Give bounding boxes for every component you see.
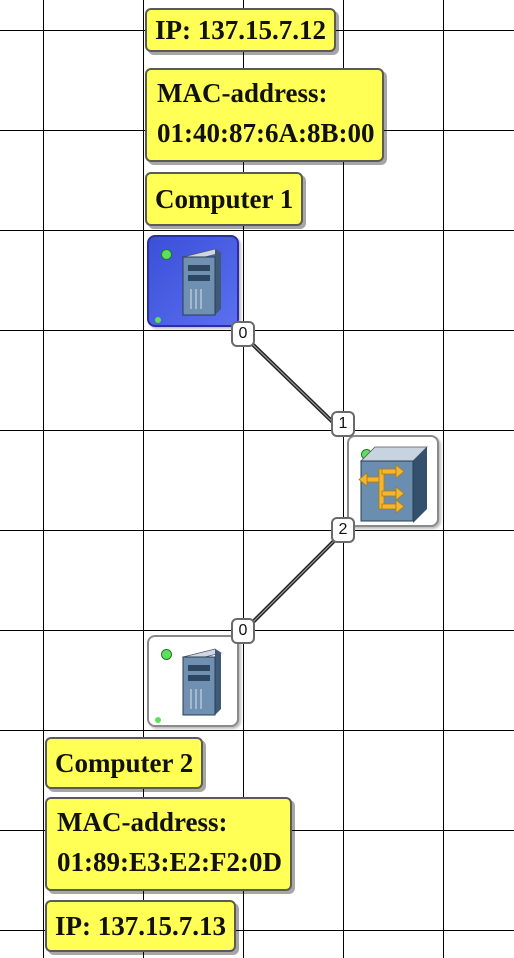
computer2-port[interactable]: 0 [231, 618, 255, 644]
computer1-power-led [161, 249, 172, 260]
computer-tower-icon [182, 648, 222, 716]
switch-port-2-number: 2 [338, 521, 348, 538]
computer-tower-icon [182, 248, 222, 316]
computer1-mac-heading: MAC-address: [157, 78, 328, 108]
computer2-name-text: Computer 2 [55, 748, 194, 778]
computer1-name-label[interactable]: Computer 1 [145, 172, 304, 226]
computer2-mac-value: 01:89:E3:E2:F2:0D [57, 847, 282, 877]
computer1-ip-text: IP: 137.15.7.12 [155, 15, 326, 45]
switch-node[interactable] [347, 435, 439, 527]
computer1-ip-label[interactable]: IP: 137.15.7.12 [145, 8, 336, 52]
computer1-port[interactable]: 0 [231, 321, 255, 347]
cable-computer1-to-switch-highlight [242, 334, 344, 433]
computer1-port-number: 0 [238, 325, 248, 342]
computer1-node[interactable] [147, 235, 239, 327]
computer1-name-text: Computer 1 [155, 184, 294, 214]
computer1-mac-value: 01:40:87:6A:8B:00 [157, 118, 375, 148]
computer2-power-led [161, 649, 172, 660]
computer2-mac-heading: MAC-address: [57, 807, 228, 837]
computer2-node[interactable] [147, 635, 239, 727]
switch-port-1-number: 1 [338, 415, 348, 432]
cable-switch-to-computer2-highlight [242, 531, 344, 633]
computer1-activity-led [155, 317, 161, 323]
computer2-ip-text: IP: 137.15.7.13 [55, 911, 226, 941]
switch-port-1[interactable]: 1 [331, 411, 355, 437]
computer2-ip-label[interactable]: IP: 137.15.7.13 [45, 900, 236, 952]
computer2-activity-led [155, 717, 161, 723]
switch-port-2[interactable]: 2 [331, 517, 355, 543]
computer2-name-label[interactable]: Computer 2 [45, 737, 204, 789]
computer2-mac-label[interactable]: MAC-address: 01:89:E3:E2:F2:0D [45, 797, 292, 891]
switch-icon [358, 446, 428, 523]
computer2-port-number: 0 [238, 622, 248, 639]
computer1-mac-label[interactable]: MAC-address: 01:40:87:6A:8B:00 [145, 68, 385, 162]
